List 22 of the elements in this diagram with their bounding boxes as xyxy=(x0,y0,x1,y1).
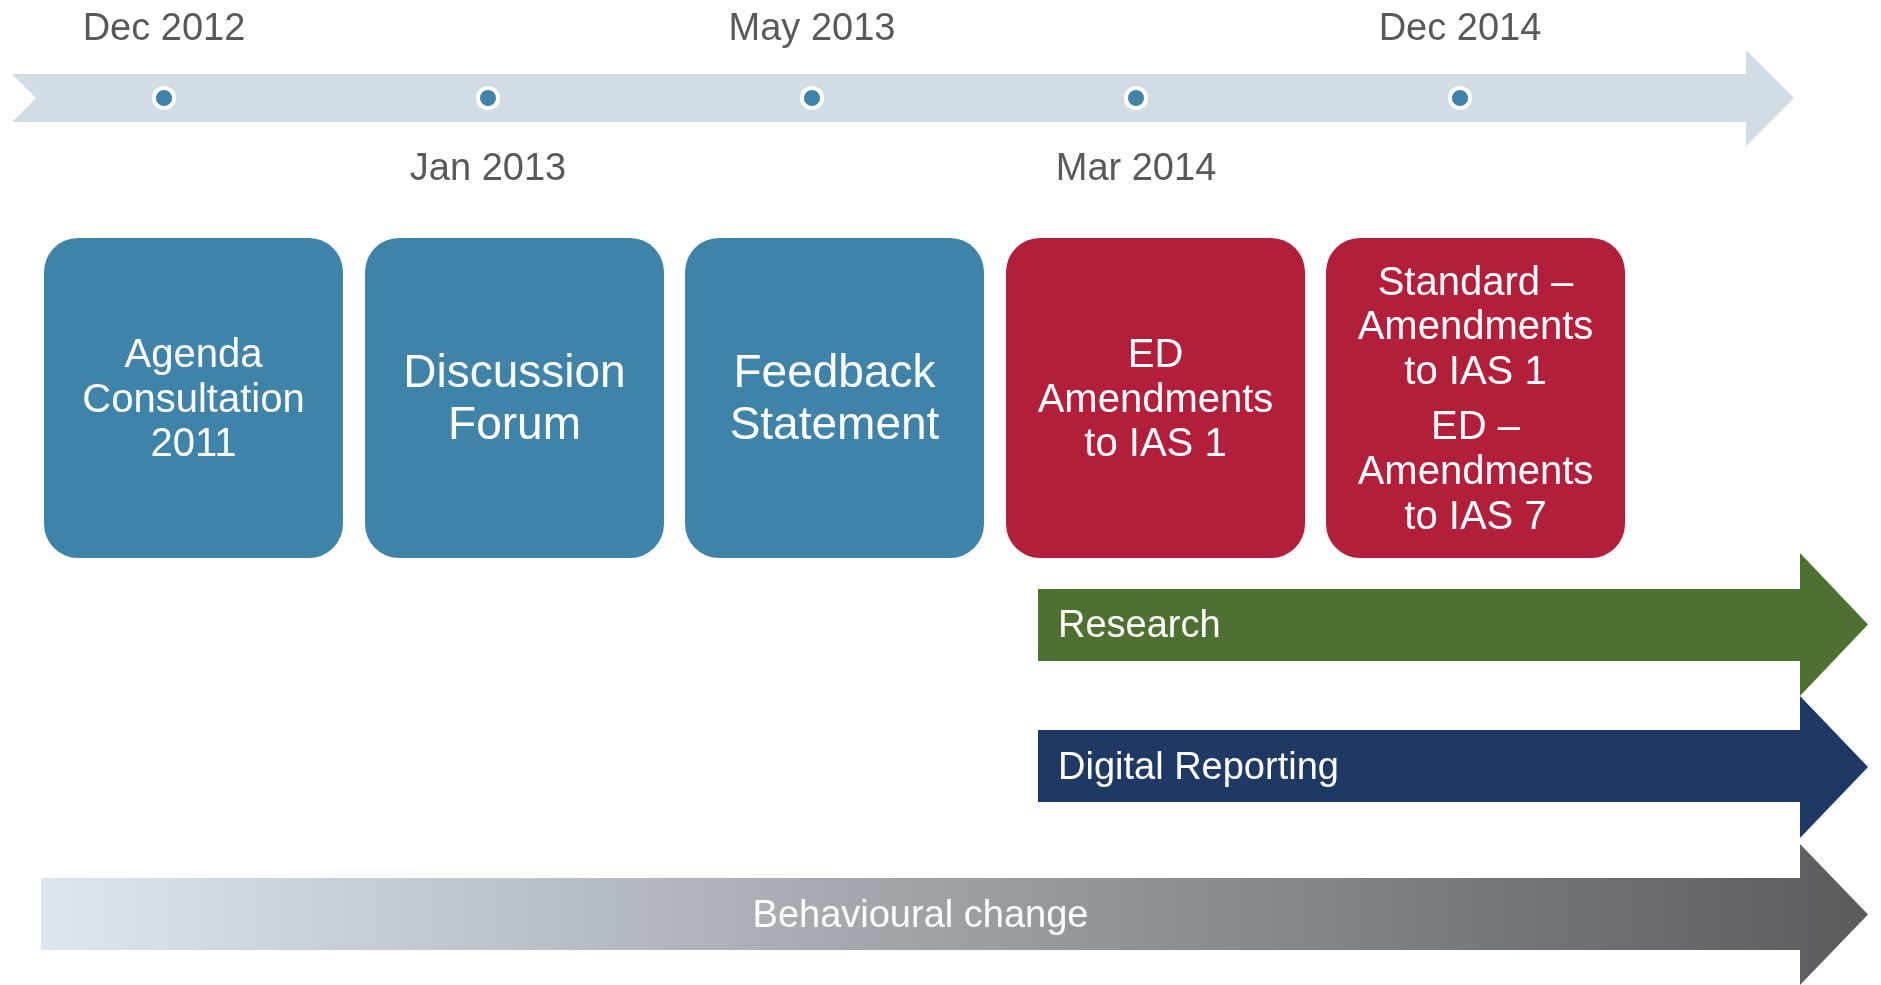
band-label: Digital Reporting xyxy=(1058,745,1339,788)
arrow-band xyxy=(41,844,1868,985)
box-text: Agenda Consultation 2011 xyxy=(81,330,306,466)
process-box xyxy=(685,238,984,558)
process-box xyxy=(365,238,664,558)
date-label: Mar 2014 xyxy=(1055,146,1217,189)
date-label: Dec 2012 xyxy=(82,6,246,49)
box-text: Standard – Amendments to IAS 1 xyxy=(1356,258,1595,393)
process-box xyxy=(1326,238,1625,558)
box-text: ED Amendments to IAS 1 xyxy=(1036,330,1275,466)
box-text: Feedback Statement xyxy=(728,346,941,450)
band-label: Research xyxy=(1058,602,1221,646)
box-text: ED – Amendments to IAS 7 xyxy=(1356,403,1595,538)
band-label: Behavioural change xyxy=(752,892,1089,936)
process-box xyxy=(44,238,343,558)
date-label: Dec 2014 xyxy=(1378,6,1542,49)
box-text: Discussion Forum xyxy=(402,346,627,450)
date-label: May 2013 xyxy=(728,6,896,49)
date-label: Jan 2013 xyxy=(409,146,567,189)
arrow-band xyxy=(1038,696,1868,838)
process-box xyxy=(1006,238,1305,558)
arrow-band xyxy=(1038,553,1868,696)
